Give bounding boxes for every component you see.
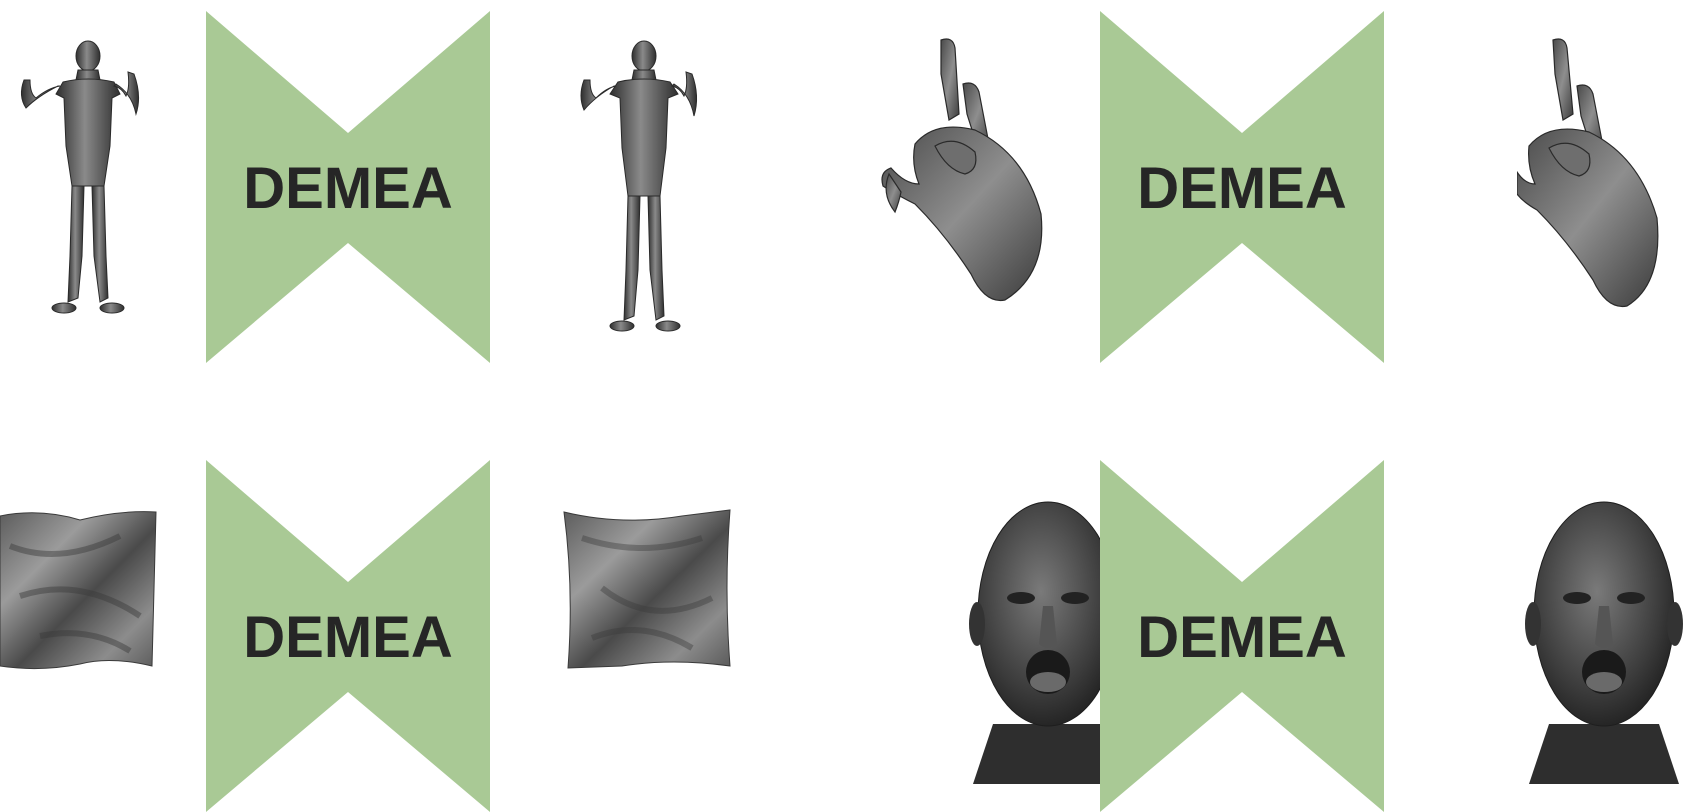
cloth-mesh-icon xyxy=(562,508,732,683)
human-body-mesh-icon xyxy=(570,36,710,351)
panel-hand: DEMEA xyxy=(845,0,1690,406)
human-body-mesh-icon xyxy=(8,36,148,331)
demea-label: DEMEA xyxy=(1100,608,1384,668)
panel-cloth: DEMEA xyxy=(0,406,845,812)
demea-label: DEMEA xyxy=(1100,159,1384,219)
cloth-mesh-icon xyxy=(0,506,160,681)
demea-network-hourglass: DEMEA xyxy=(206,460,490,812)
hand-mesh-icon xyxy=(1517,34,1690,329)
demea-label: DEMEA xyxy=(206,159,490,219)
demea-network-hourglass: DEMEA xyxy=(1100,460,1384,812)
hand-mesh-icon xyxy=(875,34,1055,319)
demea-network-hourglass: DEMEA xyxy=(1100,11,1384,363)
demea-label: DEMEA xyxy=(206,608,490,668)
panel-face: DEMEA xyxy=(845,406,1690,812)
demea-network-hourglass: DEMEA xyxy=(206,11,490,363)
head-mesh-icon xyxy=(1517,494,1690,789)
panel-body: DEMEA xyxy=(0,0,845,406)
